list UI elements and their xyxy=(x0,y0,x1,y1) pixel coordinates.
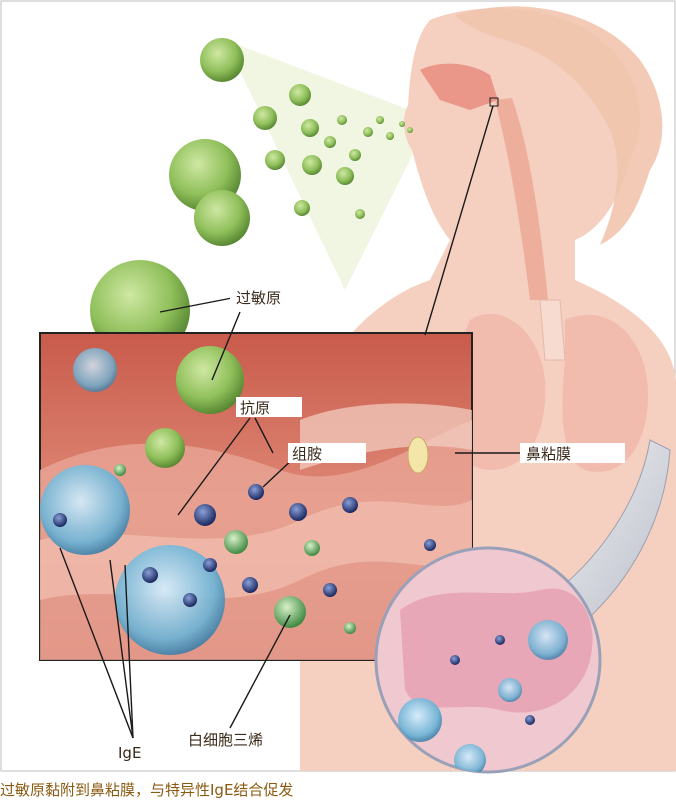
intestine-cross-section xyxy=(376,548,600,776)
label-leukotriene: 白细胞三烯 xyxy=(188,731,263,749)
label-nasal-mucosa: 鼻粘膜 xyxy=(526,445,571,463)
label-histamine: 组胺 xyxy=(292,445,322,463)
label-allergen: 过敏原 xyxy=(236,289,281,307)
label-antigen: 抗原 xyxy=(240,399,270,417)
figure-caption: 过敏原黏附到鼻粘膜，与特异性IgE结合促发 xyxy=(0,780,676,801)
label-ige: IgE xyxy=(118,744,141,762)
